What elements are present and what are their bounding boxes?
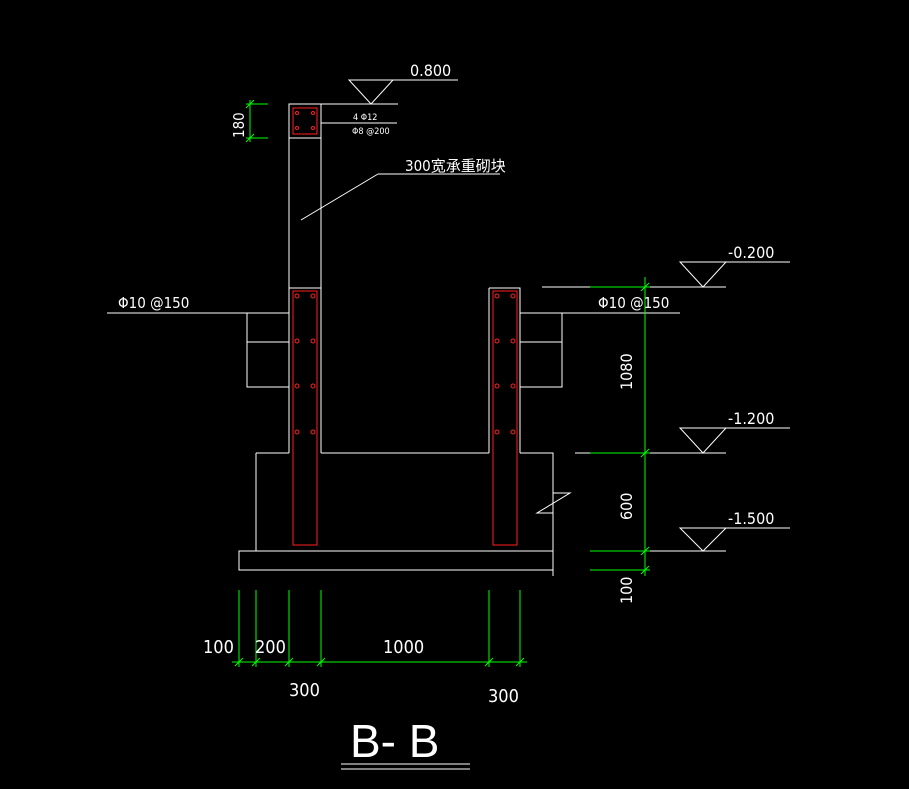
rebar-dots (294, 111, 516, 435)
beam-rebar-note: 4 Φ12 Φ8 @200 (321, 113, 397, 137)
beam-main-rebar-label: 4 Φ12 (353, 113, 377, 123)
dim-horizontal-100: 100 (203, 637, 234, 658)
elevation-top-label: 0.800 (410, 61, 451, 80)
structure-outline (107, 103, 680, 576)
elevation-ground-label: -0.200 (728, 243, 774, 262)
rebar (292, 107, 518, 546)
dim-vertical-1080: 1080 (617, 353, 636, 390)
dimension-beam-height: 180 (230, 99, 268, 143)
elevation-mid-label: -1.200 (728, 409, 774, 428)
elevation-marker-ground: -0.200 (542, 243, 790, 288)
elevation-marker-top: 0.800 (321, 61, 458, 105)
rebar-right-label: Φ10 @150 (598, 294, 669, 312)
elevation-bottom-label: -1.500 (728, 509, 774, 528)
dim-horizontal-300-right: 300 (488, 686, 519, 707)
dim-vertical-600: 600 (617, 493, 636, 520)
dim-horizontal-300-left: 300 (289, 680, 320, 701)
dim-vertical-100: 100 (617, 577, 636, 604)
dimension-horizontal: 100 200 1000 300 300 (203, 590, 527, 707)
beam-stirrup-label: Φ8 @200 (352, 127, 390, 137)
section-title-text: B- B (350, 715, 439, 767)
rebar-left-label: Φ10 @150 (118, 294, 189, 312)
bearing-block-note: 300宽承重砌块 (300, 157, 506, 221)
dimension-vertical: 1080 600 100 (590, 277, 650, 604)
dim-horizontal-200: 200 (255, 637, 286, 658)
elevation-marker-mid: -1.200 (575, 409, 790, 454)
section-title: B- B (341, 715, 470, 770)
bearing-block-label: 300宽承重砌块 (405, 157, 506, 175)
dim-horizontal-1000: 1000 (383, 637, 424, 658)
dim-beam-height-label: 180 (230, 112, 248, 138)
